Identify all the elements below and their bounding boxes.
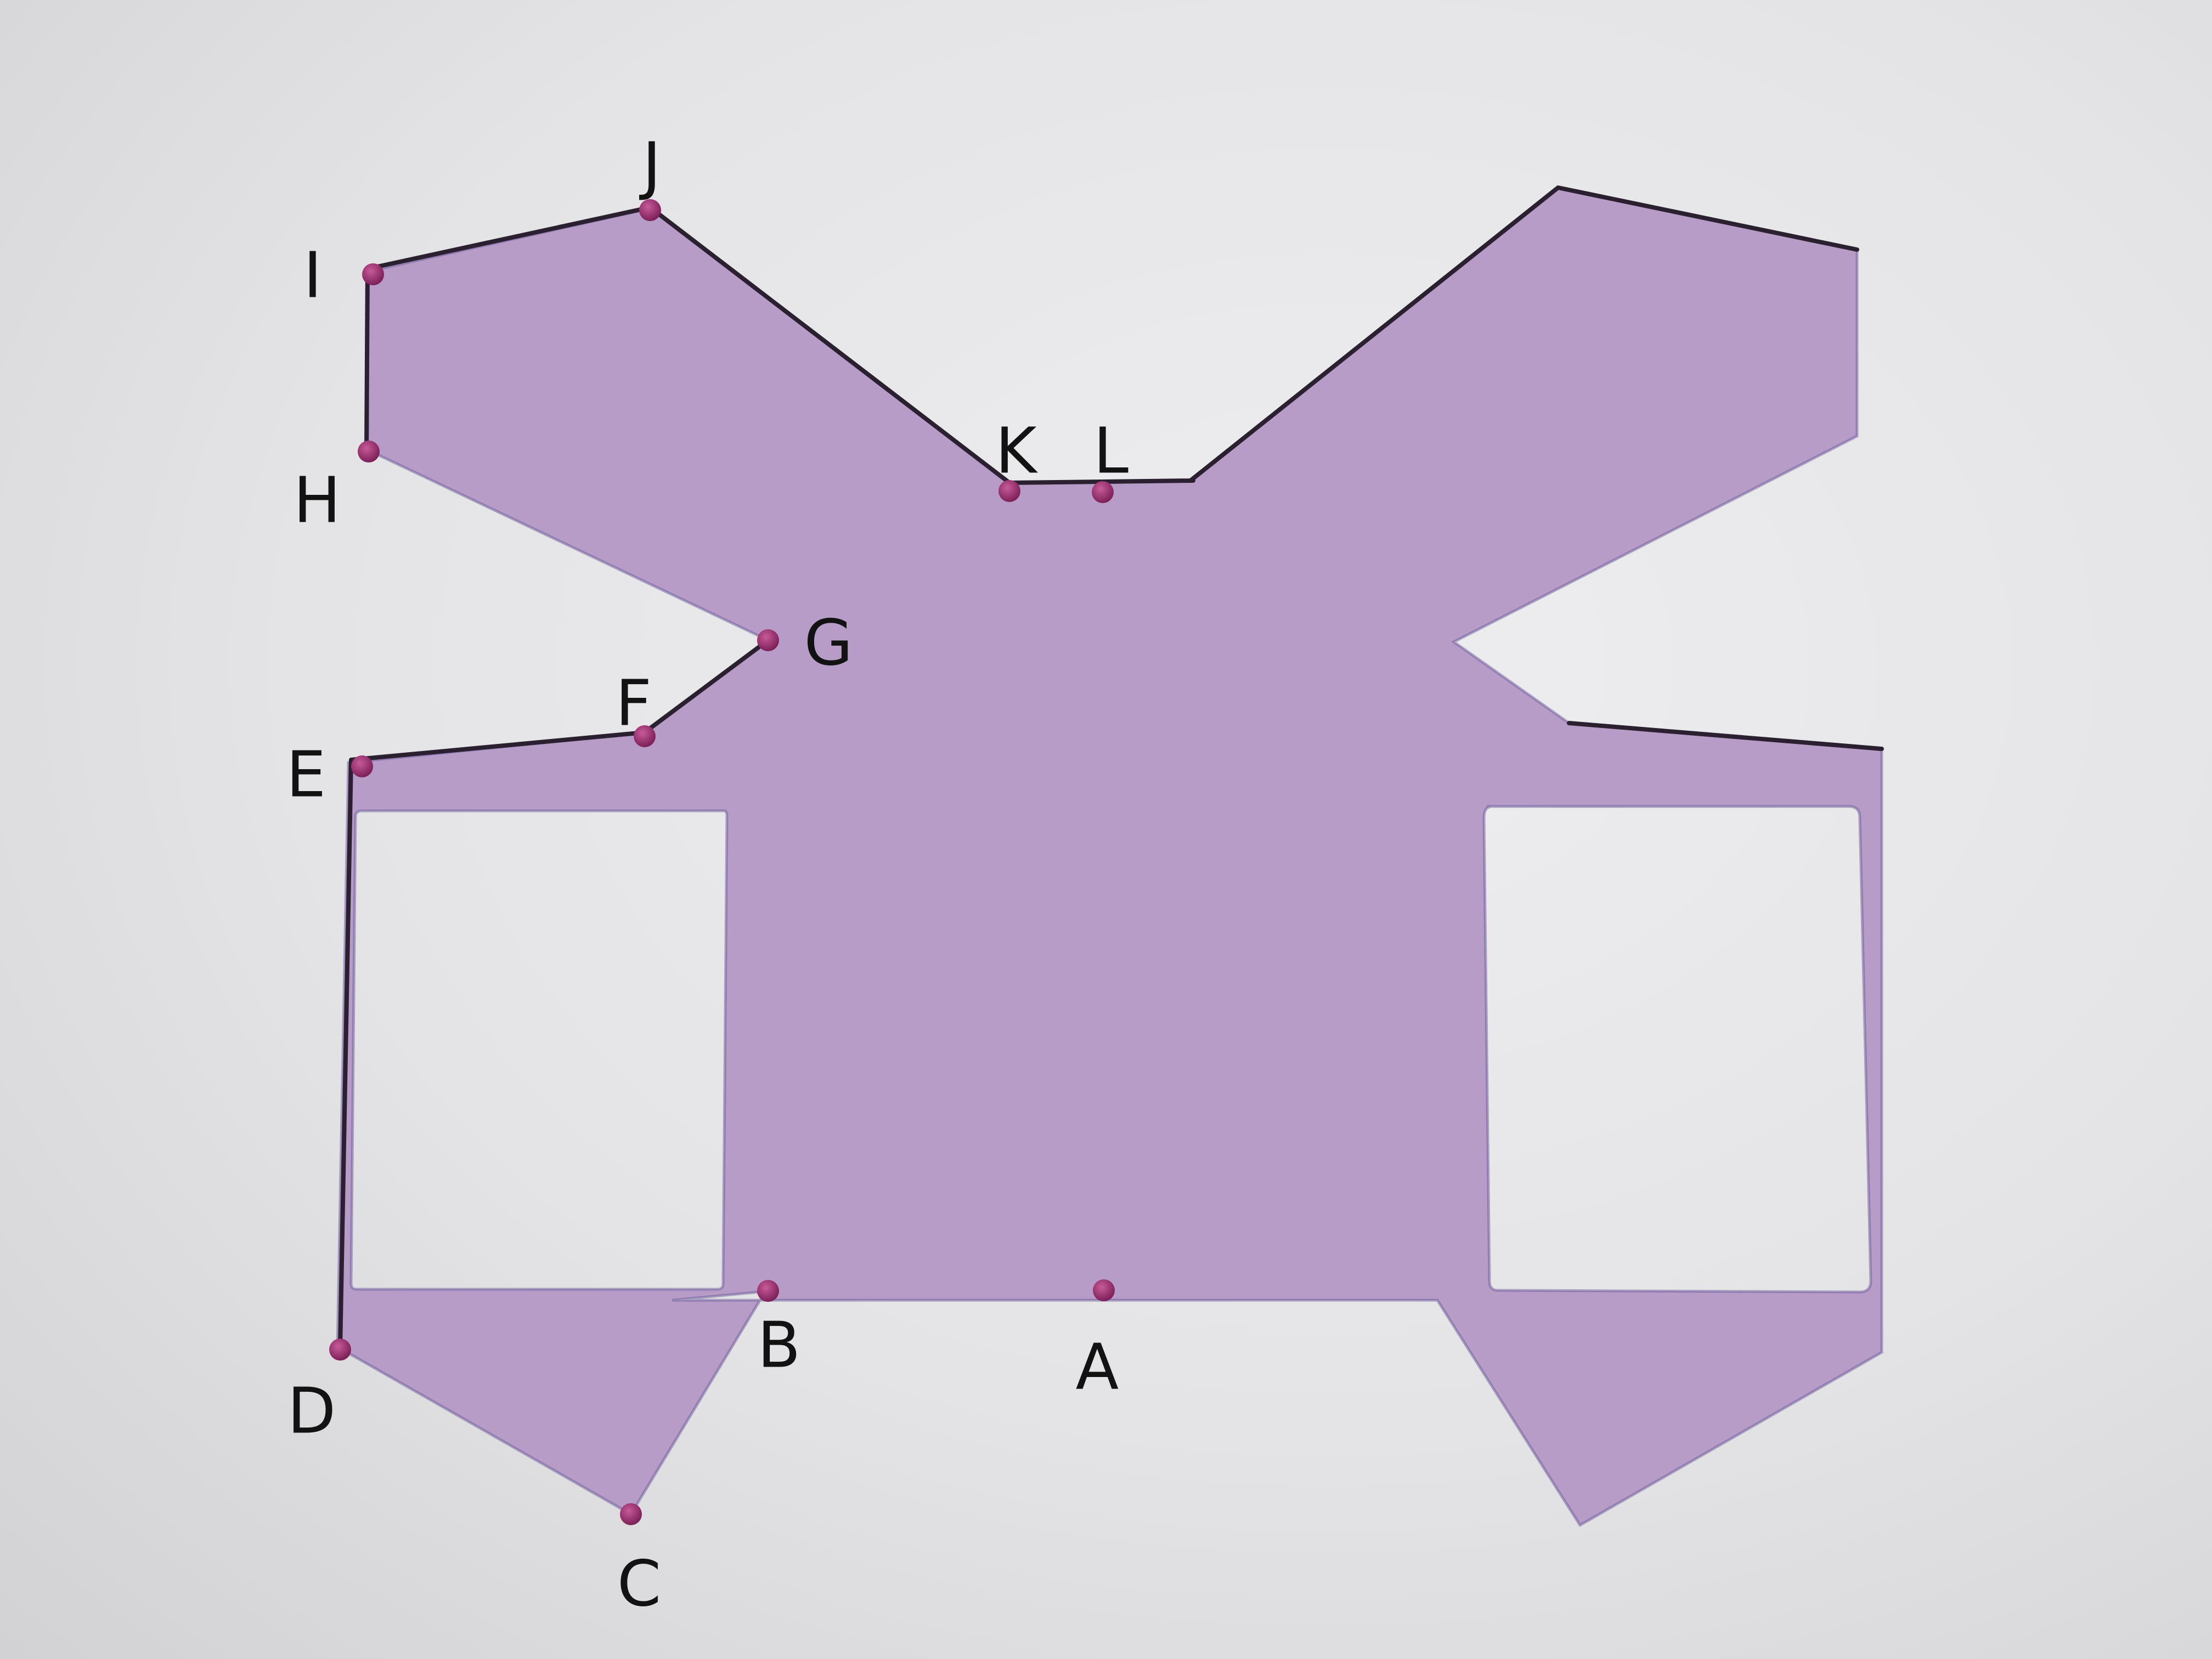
point-l-marker	[1092, 481, 1114, 503]
points-layer	[329, 199, 1115, 1525]
point-g-marker	[757, 629, 779, 651]
point-e-label: E	[286, 738, 326, 812]
point-f-marker	[634, 725, 656, 747]
point-a-label: A	[1076, 1331, 1119, 1404]
point-b-label: B	[758, 1309, 801, 1383]
point-k-label: K	[995, 415, 1038, 488]
point-i-marker	[362, 263, 384, 285]
traced-outline-right-side	[1567, 721, 1884, 751]
point-g-label: G	[804, 607, 853, 680]
net-shape	[336, 186, 1883, 1527]
point-h-marker	[358, 441, 380, 462]
point-d-label: D	[287, 1375, 336, 1448]
point-j-label: J	[639, 129, 661, 203]
traced-outline-right-arm	[1188, 185, 1859, 483]
point-i-label: I	[303, 239, 322, 313]
point-a-marker	[1093, 1279, 1115, 1301]
point-f-label: F	[616, 667, 652, 741]
point-k-marker	[998, 480, 1020, 502]
point-b-marker	[757, 1280, 779, 1302]
traced-outline-g-f-e-d	[338, 638, 770, 1352]
point-c-marker	[620, 1503, 642, 1525]
point-h-label: H	[294, 464, 341, 538]
point-d-marker	[329, 1339, 351, 1361]
point-e-marker	[351, 755, 373, 777]
point-c-label: C	[617, 1548, 661, 1621]
point-j-marker	[639, 199, 661, 221]
point-l-label: L	[1093, 415, 1128, 488]
